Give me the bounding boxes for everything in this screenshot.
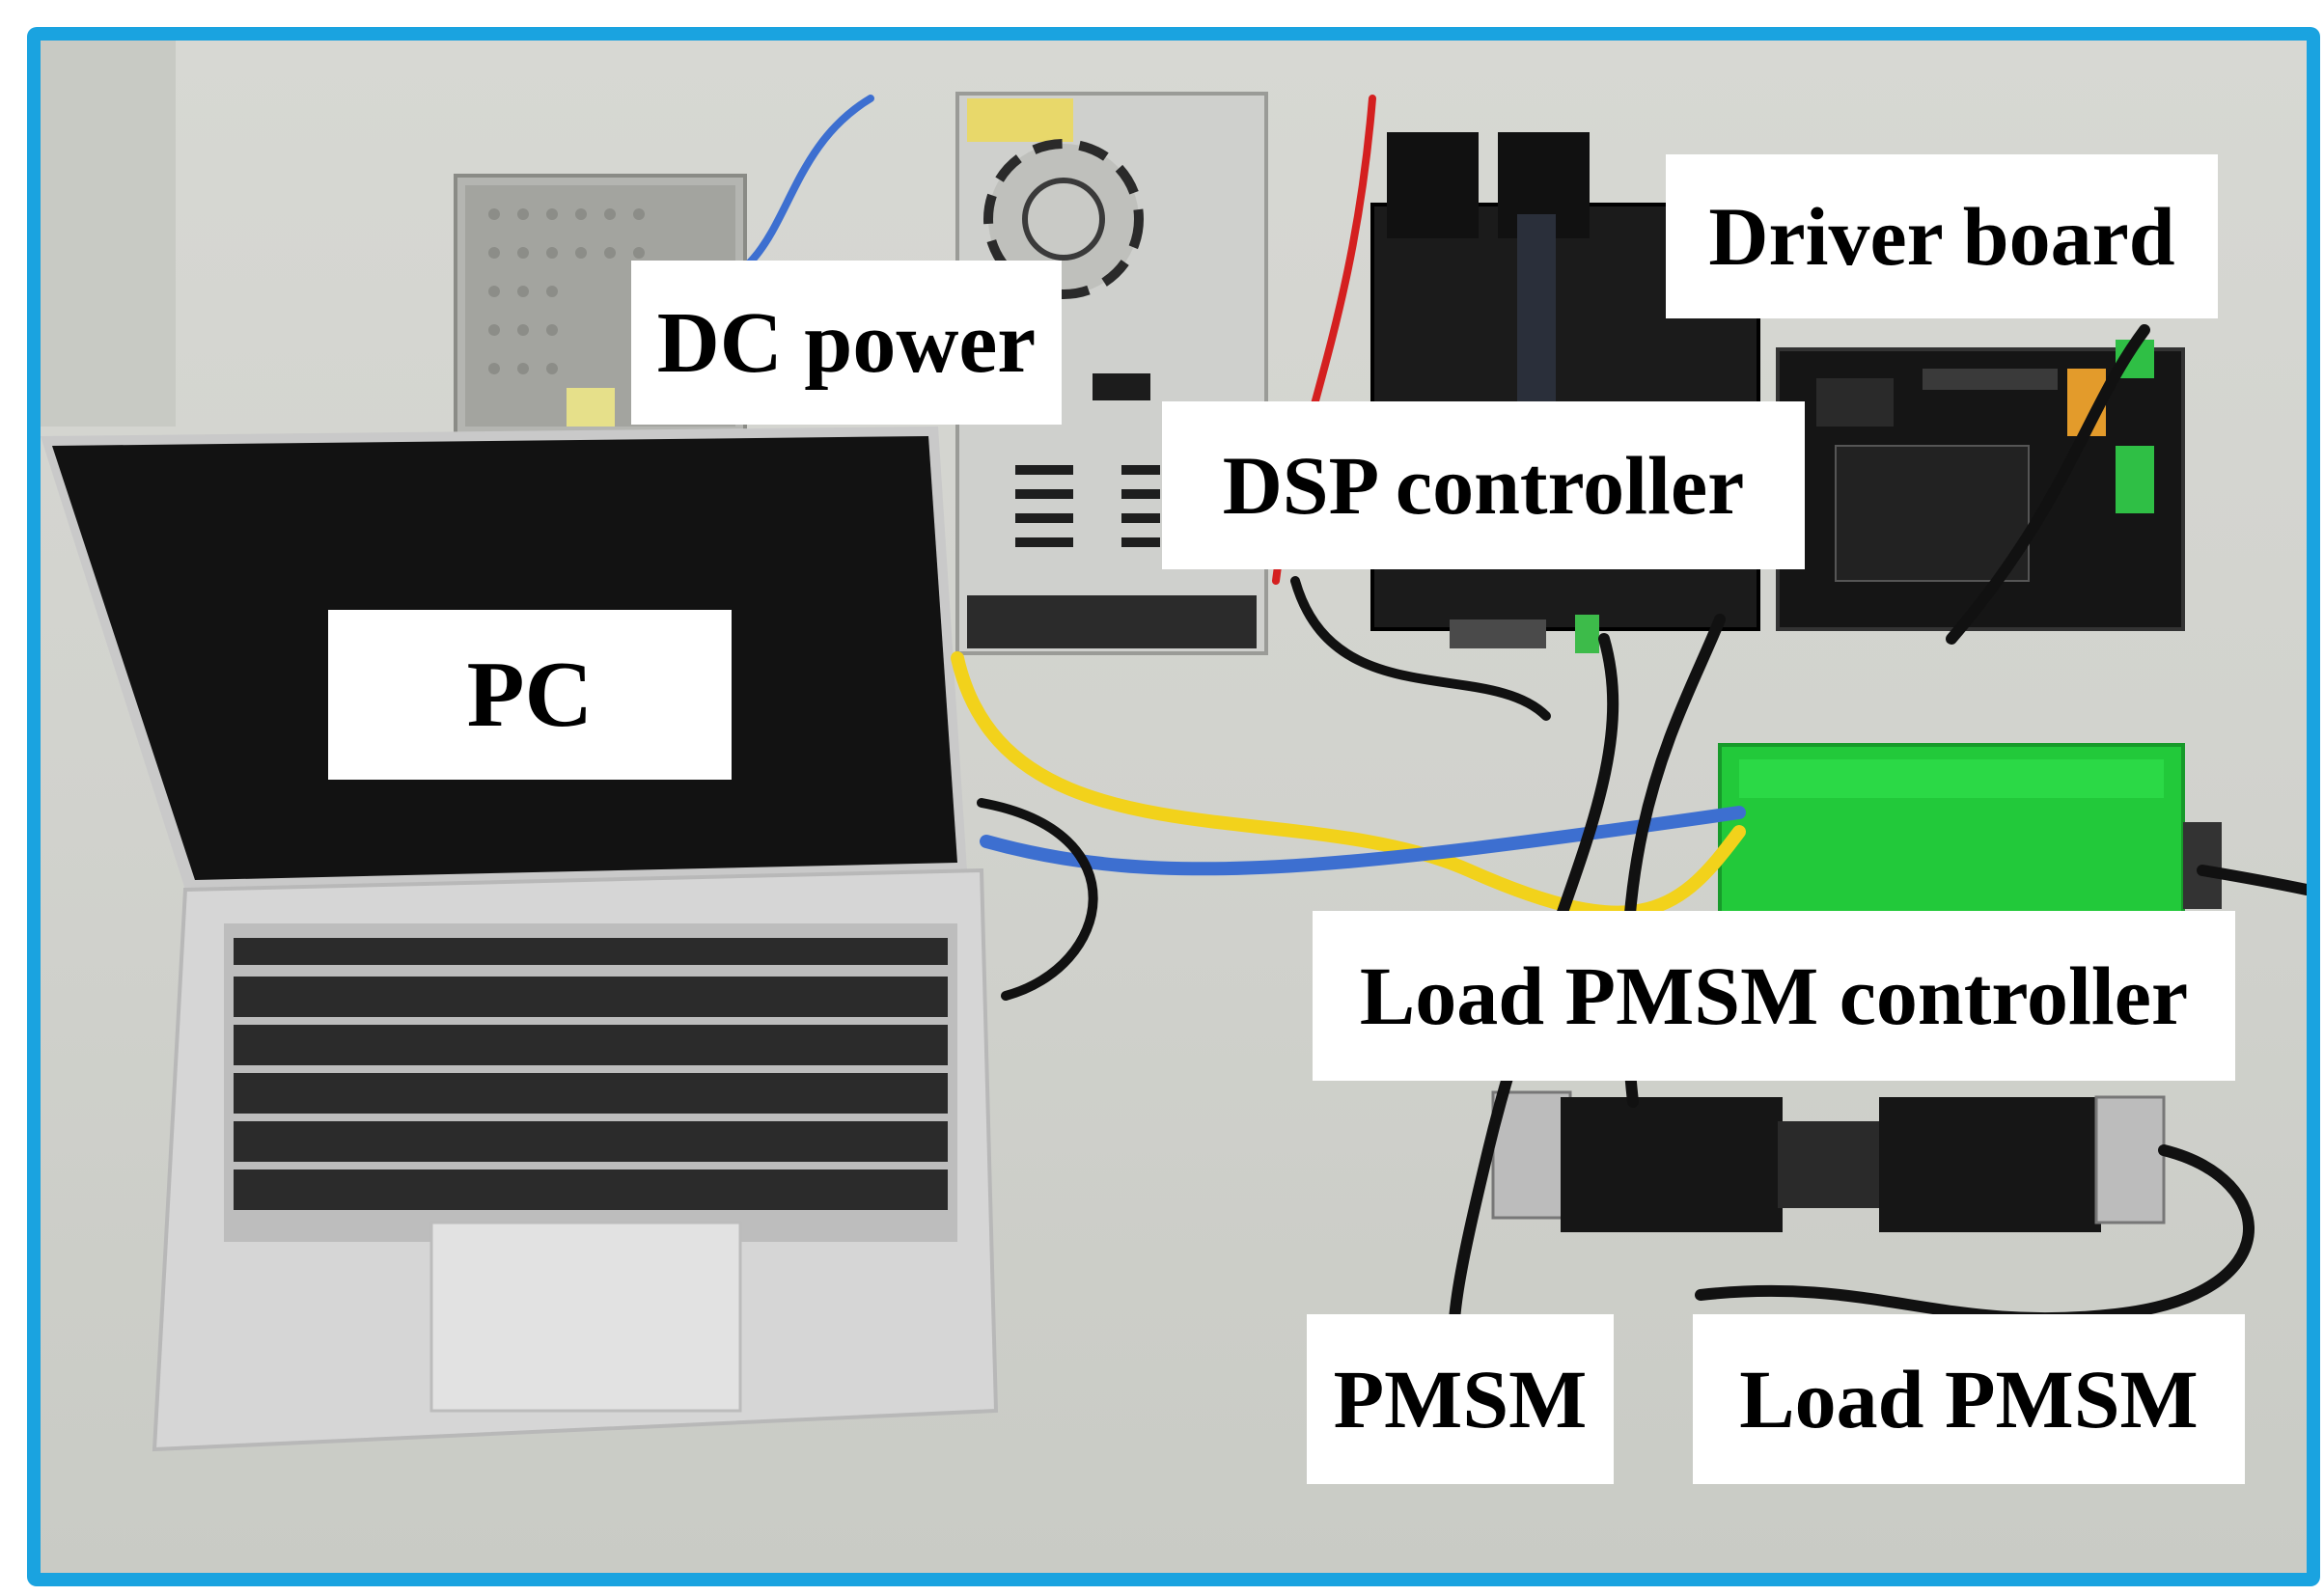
label-pc: PC — [328, 610, 732, 780]
load-controller-box — [1718, 743, 2222, 940]
label-load-pmsm: Load PMSM — [1693, 1314, 2245, 1484]
label-dc-power: DC power — [631, 261, 1062, 425]
label-pmsm: PMSM — [1307, 1314, 1614, 1484]
label-dsp-controller: DSP controller — [1162, 401, 1805, 569]
label-driver-board: Driver board — [1666, 154, 2218, 318]
background-wall — [41, 41, 176, 427]
label-load-pmsm-controller: Load PMSM controller — [1313, 911, 2235, 1081]
motor-assembly — [1491, 1090, 2166, 1232]
photo-frame: DC power DSP controller Driver board PC … — [27, 27, 2320, 1586]
laptop — [41, 427, 999, 1452]
driver-board-pcb — [1776, 340, 2185, 631]
